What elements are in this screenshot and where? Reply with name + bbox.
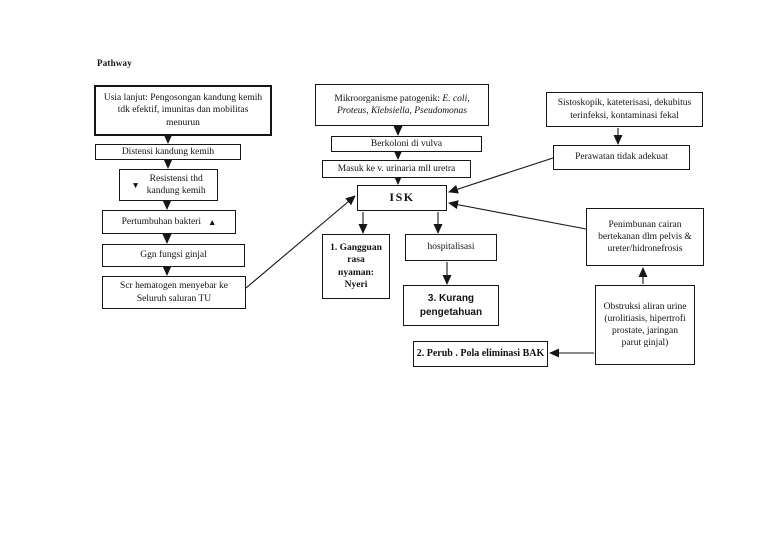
node-pertumbuhan-bakteri: Pertumbuhan bakteri ▲ <box>102 210 236 234</box>
node-penimbunan: Penimbunan cairan bertekanan dlm pelvis … <box>586 208 704 266</box>
node-usia-lanjut: Usia lanjut: Pengosongan kandung kemih t… <box>94 85 272 136</box>
node-berkoloni: Berkoloni di vulva <box>331 136 482 152</box>
node-sistoskopik: Sistoskopik, kateterisasi, dekubitus ter… <box>546 92 703 127</box>
node-resistensi: ▼ Resistensi thd kandung kemih <box>119 169 218 201</box>
node-gangguan-nyaman: 1. Gangguan rasa nyaman: Nyeri <box>322 234 390 299</box>
node-isk: ISK <box>357 185 447 211</box>
node-hematogen: Scr hematogen menyebar ke Seluruh salura… <box>102 276 246 309</box>
triangle-down-icon: ▼ <box>131 179 140 190</box>
node-perub-eliminasi: 2. Perub . Pola eliminasi BAK <box>413 341 548 367</box>
node-resistensi-label: Resistensi thd kandung kemih <box>146 173 206 196</box>
node-bakteri-label: Pertumbuhan bakteri <box>121 216 201 227</box>
triangle-up-icon: ▲ <box>208 216 217 227</box>
node-perawatan: Perawatan tidak adekuat <box>553 145 690 170</box>
node-mikroorganisme: Mikroorganisme patogenik: E. coli, Prote… <box>315 84 489 126</box>
node-hospitalisasi: hospitalisasi <box>405 234 497 261</box>
page-title: Pathway <box>97 58 132 68</box>
node-distensi: Distensi kandung kemih <box>95 144 241 160</box>
node-mikro-species: E. coli, Proteus, Klebsiella, Pseudomona… <box>337 93 470 116</box>
node-obstruksi: Obstruksi aliran urine (urolitiasis, hip… <box>595 285 695 365</box>
node-kurang-pengetahuan: 3. Kurang pengetahuan <box>403 285 499 326</box>
node-masuk-uretra: Masuk ke v. urinaria mll uretra <box>322 160 471 178</box>
node-mikro-label: Mikroorganisme patogenik: <box>334 93 443 104</box>
node-ggn-fungsi-ginjal: Ggn fungsi ginjal <box>102 244 245 267</box>
